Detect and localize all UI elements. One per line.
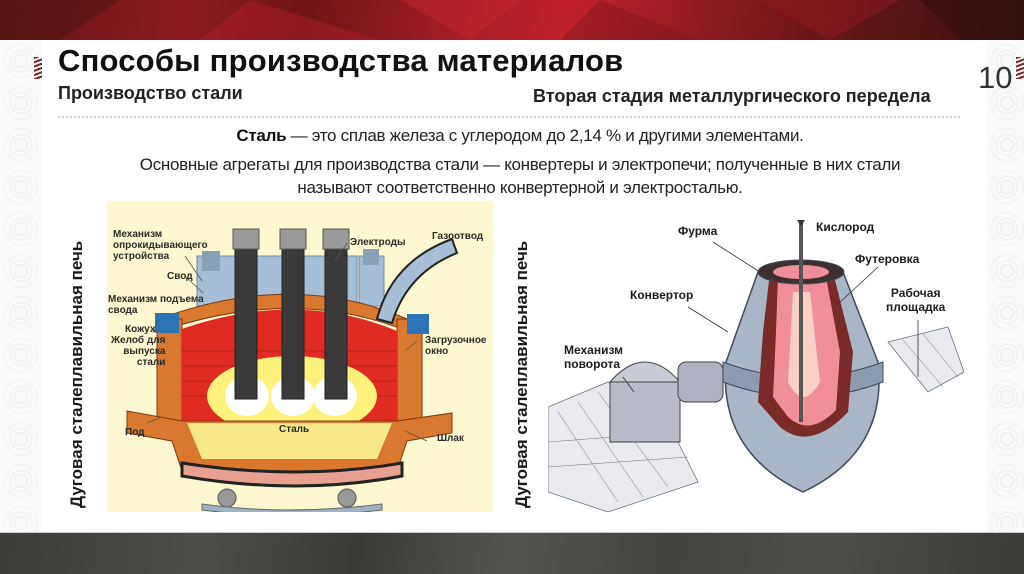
right-pattern-strip <box>986 40 1024 532</box>
footer-band <box>0 532 1024 574</box>
label-shell: Кожух <box>125 324 156 335</box>
slide-subtitle: Производство стали <box>58 83 243 103</box>
label-converter: Конвертор <box>630 288 694 302</box>
paragraph-line-2: называют соответственно конвертерной и э… <box>297 178 743 197</box>
arc-furnace-diagram: Механизм опрокидывающего устройства Свод… <box>107 201 493 512</box>
definition-text: — это сплав железа с углеродом до 2,14 %… <box>286 126 804 145</box>
label-steel: Сталь <box>279 424 310 435</box>
header-facets <box>0 0 1024 40</box>
label-roof-lift: Механизм подъема свода <box>108 294 204 316</box>
right-figure-side-label: Дуговая сталеплавильная печь <box>512 240 531 508</box>
label-roof: Свод <box>167 271 193 282</box>
label-electrodes: Электроды <box>350 237 406 248</box>
label-gas-outlet: Газоотвод <box>432 231 484 242</box>
left-pattern-strip <box>0 40 42 532</box>
label-rotation-mechanism: Механизм поворота <box>564 343 624 371</box>
slide-section-caption: Вторая стадия металлургического передела <box>533 86 931 106</box>
label-hearth: Под <box>125 427 145 438</box>
paragraph-line-1: Основные агрегаты для производства стали… <box>139 155 901 174</box>
steel-definition: Сталь — это сплав железа с углеродом до … <box>60 126 980 146</box>
label-slag: Шлак <box>437 433 464 444</box>
header-divider <box>58 116 960 118</box>
page-number: 10 <box>978 60 1013 95</box>
header-band <box>0 0 1024 40</box>
label-tilt-mechanism: Механизм опрокидывающего устройства <box>113 229 208 262</box>
definition-term: Сталь <box>236 126 287 145</box>
slide-title: Способы производства материалов <box>58 43 624 78</box>
right-hatch-decoration <box>1016 57 1024 79</box>
converter-diagram: Кислород Фурма Футеровка Конвертор Рабоч… <box>548 212 964 512</box>
left-figure-side-label: Дуговая сталеплавильная печь <box>67 240 86 508</box>
label-charging-door: Загрузочное окно <box>425 335 487 357</box>
label-tap-spout: Желоб для выпуска стали <box>111 335 166 368</box>
converter-illustration <box>548 220 964 512</box>
left-hatch-decoration <box>34 57 42 79</box>
label-work-platform: Рабочая площадка <box>886 286 946 314</box>
label-lance: Фурма <box>678 224 718 238</box>
arc-furnace-illustration <box>126 228 459 512</box>
label-oxygen: Кислород <box>816 220 875 234</box>
label-lining: Футеровка <box>855 252 920 266</box>
